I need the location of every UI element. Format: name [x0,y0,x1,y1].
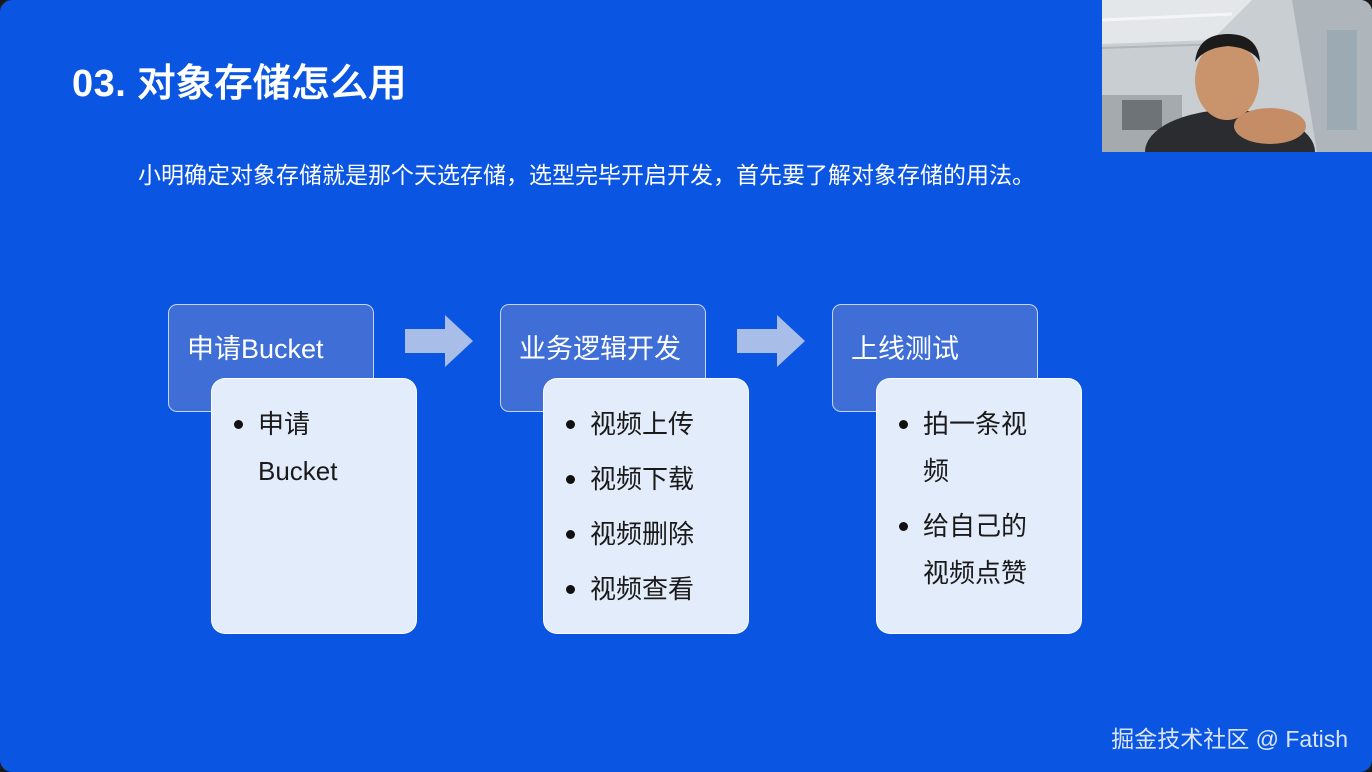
bullet-dot-icon [234,420,243,429]
bullet-dot-icon [899,420,908,429]
list-item: 申请Bucket [212,401,372,495]
bullet-dot-icon [566,475,575,484]
list-item: 拍一条视频 [877,401,1049,495]
right-arrow-icon [737,315,805,367]
bullet-dot-icon [899,522,908,531]
step-2-bullet-list: 视频上传 视频下载 视频删除 视频查看 [544,401,748,621]
list-item: 给自己的视频点赞 [877,503,1049,597]
list-item: 视频查看 [544,566,748,613]
presenter-webcam-video [1102,0,1372,152]
step-3-details: 拍一条视频 给自己的视频点赞 [876,378,1082,634]
bullet-dot-icon [566,585,575,594]
step-1-details: 申请Bucket [211,378,417,634]
bullet-dot-icon [566,420,575,429]
bullet-dot-icon [566,530,575,539]
step-2-label: 业务逻辑开发 [519,334,681,364]
watermark: 掘金技术社区 @ Fatish [1111,726,1348,752]
right-arrow-icon [405,315,473,367]
step-2-details: 视频上传 视频下载 视频删除 视频查看 [543,378,749,634]
step-3-bullet-list: 拍一条视频 给自己的视频点赞 [877,401,1081,605]
step-1-label: 申请Bucket [187,334,324,364]
list-item: 视频上传 [544,401,748,448]
presenter-image [1102,0,1372,152]
list-item: 视频删除 [544,511,748,558]
slide-title: 03. 对象存储怎么用 [72,63,407,105]
step-3-label: 上线测试 [851,334,959,364]
slide-subtitle: 小明确定对象存储就是那个天选存储，选型完毕开启开发，首先要了解对象存储的用法。 [138,162,1035,188]
step-1-bullet-list: 申请Bucket [212,401,416,503]
list-item: 视频下载 [544,456,748,503]
